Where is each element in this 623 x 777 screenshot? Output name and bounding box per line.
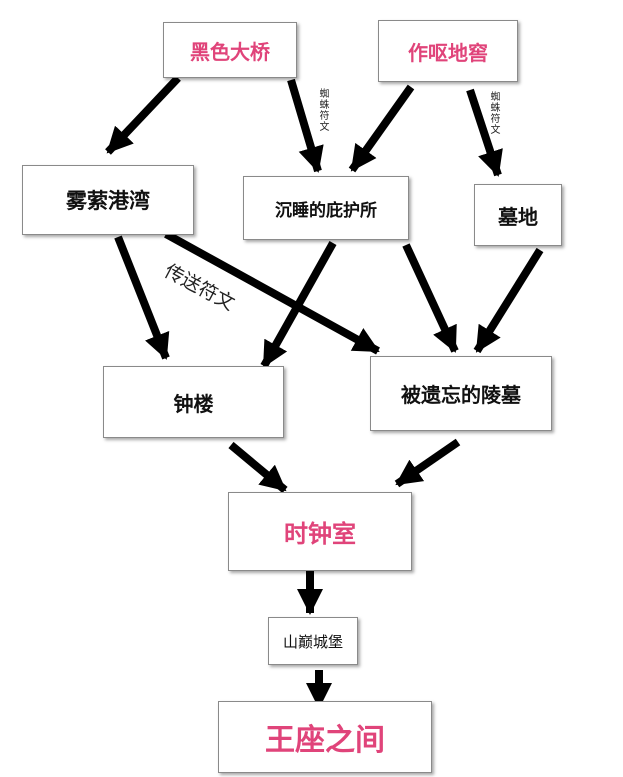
arrow-misty-bay-to-forgotten-tomb xyxy=(164,230,380,355)
node-nauseating-cellar: 作呕地窖 xyxy=(378,20,518,82)
node-misty-bay: 雾萦港湾 xyxy=(22,165,194,235)
arrow-nauseating-cellar-to-sleeping-shelter xyxy=(348,84,415,173)
node-graveyard: 墓地 xyxy=(474,184,562,246)
node-sleeping-shelter: 沉睡的庇护所 xyxy=(243,176,409,240)
node-summit-castle: 山巅城堡 xyxy=(268,617,358,665)
node-black-bridge: 黑色大桥 xyxy=(163,22,297,78)
arrow-black-bridge-to-misty-bay xyxy=(105,75,181,155)
arrow-bell-tower-to-clock-room xyxy=(228,441,288,494)
edge-label-spider-rune-left: 蜘蛛符文 xyxy=(317,88,328,132)
node-forgotten-tomb: 被遗忘的陵墓 xyxy=(370,356,552,431)
edge-label-spider-rune-right: 蜘蛛符文 xyxy=(488,91,499,135)
arrow-misty-bay-to-bell-tower xyxy=(114,235,170,360)
node-throne-room: 王座之间 xyxy=(218,701,432,773)
arrow-nauseating-cellar-to-graveyard xyxy=(466,88,503,177)
arrow-black-bridge-to-sleeping-shelter xyxy=(287,78,324,173)
arrow-graveyard-to-forgotten-tomb xyxy=(473,247,544,354)
arrow-sleeping-shelter-to-forgotten-tomb xyxy=(402,243,459,353)
node-clock-room: 时钟室 xyxy=(228,492,412,571)
arrow-sleeping-shelter-to-bell-tower xyxy=(260,241,337,368)
arrow-forgotten-tomb-to-clock-room xyxy=(394,438,461,488)
node-bell-tower: 钟楼 xyxy=(103,366,284,438)
